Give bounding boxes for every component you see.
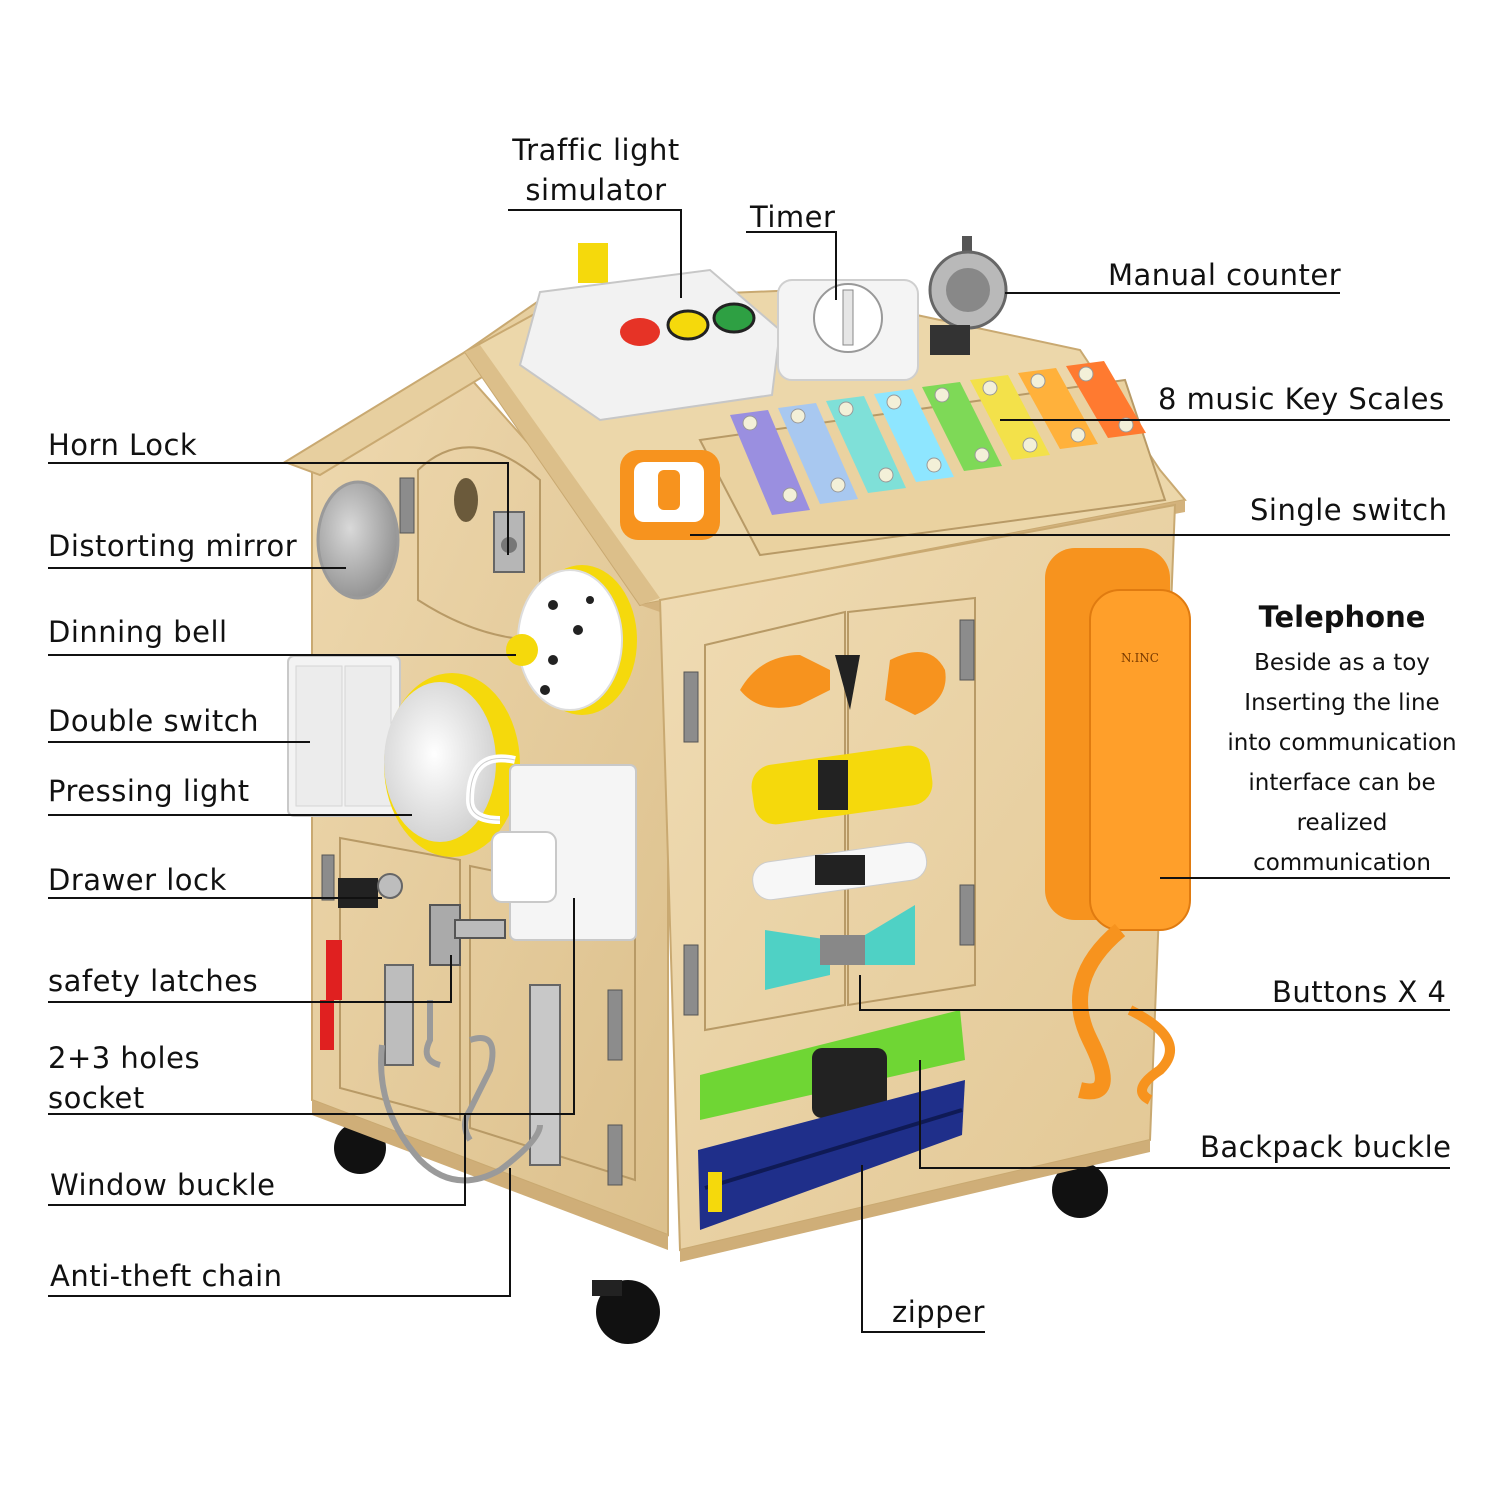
label-music-keys: 8 music Key Scales (1158, 382, 1445, 416)
xylophone-peg (974, 447, 990, 463)
xylophone-peg (926, 457, 942, 473)
xylophone-peg (742, 415, 758, 431)
xylophone-peg (934, 387, 950, 403)
label-distorting-mirror: Distorting mirror (48, 529, 298, 563)
xylophone-peg (878, 467, 894, 483)
xylophone-peg (1030, 373, 1046, 389)
pressing-light-device (384, 673, 520, 857)
safety-latch-device (384, 904, 561, 1166)
manual-counter-device (928, 236, 1008, 355)
xylophone-peg (982, 380, 998, 396)
xylophone-peg (830, 477, 846, 493)
label-window-buckle: Window buckle (50, 1168, 276, 1202)
label-zipper: zipper (892, 1295, 985, 1329)
double-switch-device (287, 655, 401, 817)
backpack-buckle-device (700, 1010, 965, 1120)
label-safety-latches: safety latches (48, 964, 259, 998)
label-pressing-light: Pressing light (48, 774, 250, 808)
xylophone-peg (838, 401, 854, 417)
timer-dial (777, 279, 919, 381)
single-switch-device (620, 450, 720, 540)
label-timer: Timer (750, 200, 836, 234)
dinning-bell-device (506, 565, 637, 715)
xylophone-peg (782, 487, 798, 503)
label-double-switch: Double switch (48, 704, 260, 738)
xylophone-peg (790, 408, 806, 424)
label-backpack-buckle: Backpack buckle (1200, 1130, 1452, 1164)
button-straps (740, 652, 946, 990)
label-horn-lock: Horn Lock (48, 428, 198, 462)
xylophone-peg (1022, 437, 1038, 453)
label-drawer-lock: Drawer lock (48, 863, 227, 897)
label-anti-theft-chain: Anti-theft chain (50, 1259, 283, 1293)
hinges (321, 477, 975, 1186)
xylophone-peg (886, 394, 902, 410)
xylophone-peg (1070, 427, 1086, 443)
xylophone (698, 361, 1167, 557)
label-buttons: Buttons X 4 (1272, 975, 1447, 1009)
telephone-device: N.INC (1045, 548, 1191, 1105)
xylophone-peg (1078, 366, 1094, 382)
label-manual-counter: Manual counter (1108, 258, 1342, 292)
label-socket: 2+3 holes socket (48, 1041, 201, 1115)
telephone-description: Beside as a toy Inserting the line into … (1227, 650, 1457, 876)
label-traffic-light: Traffic light simulator (512, 133, 680, 207)
label-dinning-bell: Dinning bell (48, 615, 228, 649)
xylophone-peg (1118, 417, 1134, 433)
label-single-switch: Single switch (1250, 493, 1448, 527)
leader-lines (48, 209, 1450, 1333)
telephone-brand: N.INC (1121, 651, 1159, 665)
traffic-light-box (518, 243, 782, 422)
telephone-title: Telephone (1258, 600, 1426, 634)
drawer-lock-device (320, 873, 403, 1050)
